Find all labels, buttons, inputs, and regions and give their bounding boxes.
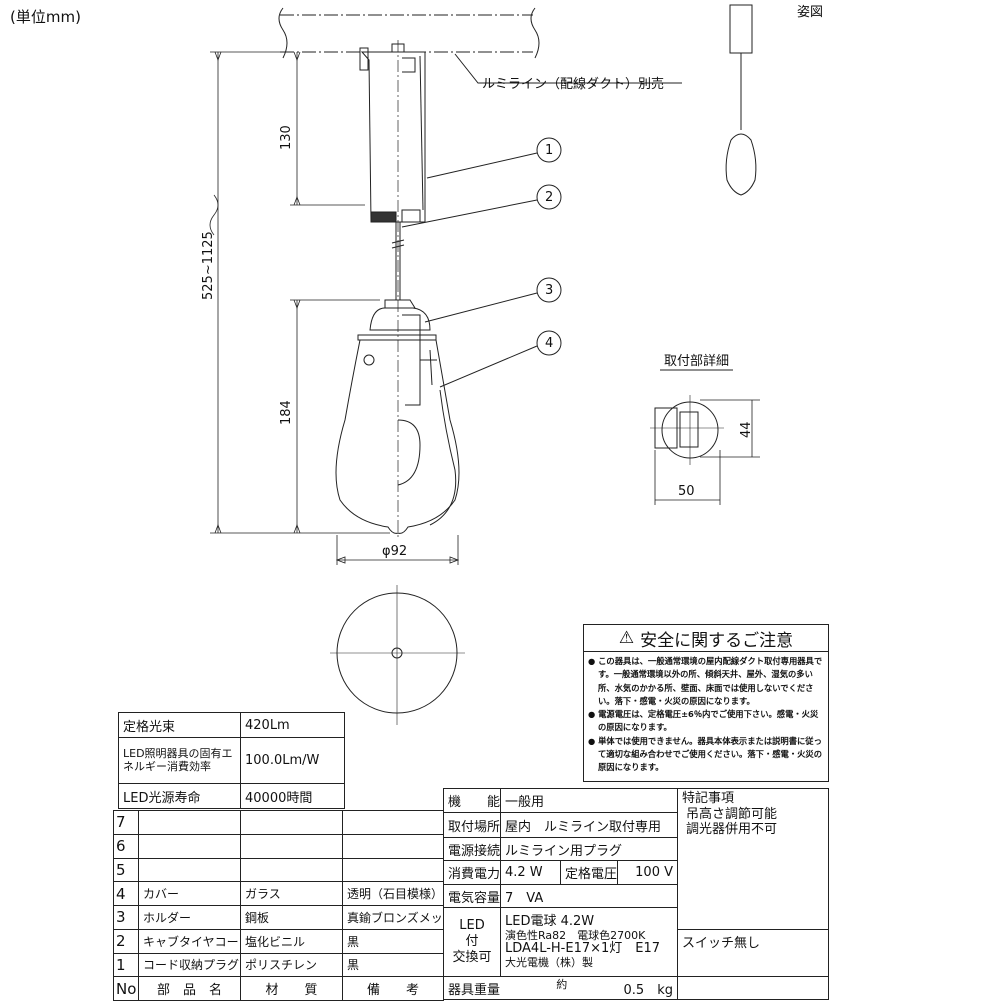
weight-prefix: 約: [556, 978, 568, 991]
notes-title: 特記事項: [682, 791, 735, 806]
led-line: 演色性Ra82 電球色2700K: [505, 928, 646, 942]
note-line: 調光器併用不可: [686, 822, 778, 838]
spec-label: 電源接続: [443, 837, 501, 861]
safety-item: ● 電源電圧は、定格電圧±6％内でご使用下さい。感電・火災の原因になります。: [588, 709, 819, 733]
spec-label: 電気容量: [443, 884, 501, 908]
perf-label: LED光源寿命: [118, 783, 241, 809]
parts-row-cell: [138, 857, 241, 883]
parts-header-cell: 材 質: [240, 976, 343, 1001]
parts-row-cell: 2: [113, 928, 139, 954]
parts-row-cell: 黒: [342, 952, 444, 978]
parts-row-cell: [240, 833, 343, 859]
parts-row-cell: 5: [113, 857, 139, 883]
detail-title: 取付部詳細: [664, 354, 730, 369]
parts-header-cell: 部 品 名: [138, 976, 241, 1001]
led-label-line: 付: [465, 933, 479, 949]
callout-1: 1: [545, 143, 554, 158]
parts-header-cell: 備 考: [342, 976, 444, 1001]
spec-value: 屋内 ルミライン取付専用: [500, 812, 678, 838]
spec-label: 消費電力: [443, 860, 501, 885]
safety-item: ● 単体では使用できません。器具本体表示または説明書に従って適切な組み合わせでご…: [588, 735, 823, 773]
overview-figure: [725, 4, 757, 196]
perf-value: 100.0Lm/W: [240, 737, 345, 784]
callout-3: 3: [545, 283, 554, 298]
perf-value: 40000時間: [240, 783, 345, 809]
spec-value: ルミライン用プラグ: [500, 837, 678, 861]
parts-row-cell: キャブタイヤコード: [138, 928, 241, 954]
parts-row-cell: 真鍮ブロンズメッキ: [342, 905, 444, 930]
weight-row: 器具重量 約 0.5 kg: [443, 976, 678, 1000]
parts-row-cell: [240, 857, 343, 883]
spec-value: 4.2 W: [500, 860, 561, 885]
parts-row-cell: 4: [113, 881, 139, 906]
safety-notice: ⚠安全に関するご注意 ● この器具は、一般通常環境の屋内配線ダクト取付専用器具で…: [583, 624, 829, 782]
parts-row-cell: カバー: [138, 881, 241, 906]
unit-label: (単位mm): [10, 8, 81, 26]
parts-row-cell: コード収納プラグ: [138, 952, 241, 978]
led-label-line: 交換可: [452, 950, 492, 966]
spec-value: 一般用: [500, 788, 678, 813]
parts-row-cell: ポリスチレン: [240, 952, 343, 978]
parts-row-cell: [342, 857, 444, 883]
parts-row-cell: 黒: [342, 928, 444, 954]
perf-label: 定格光束: [118, 712, 241, 738]
led-line: LED電球 4.2W: [505, 913, 595, 929]
plug-body: [359, 43, 426, 223]
callout-2: 2: [545, 190, 554, 205]
rail-note: ルミライン（配線ダクト）別売: [482, 77, 665, 92]
parts-row-cell: ホルダー: [138, 905, 241, 930]
led-info: LED電球 4.2W 演色性Ra82 電球色2700K LDA4L-H-E17×…: [500, 907, 678, 977]
led-label: LED 付 交換可: [443, 907, 501, 977]
perf-label: LED照明器具の固有エネルギー消費効率: [118, 737, 241, 784]
empty-cell: [677, 976, 829, 1000]
parts-row-cell: 7: [113, 810, 139, 835]
parts-row-cell: 透明（石目模様）: [342, 881, 444, 906]
weight-value: 0.5 kg: [623, 982, 673, 998]
perf-value: 420Lm: [240, 712, 345, 738]
switch-note: スイッチ無し: [677, 929, 829, 977]
spec-label: 取付場所: [443, 812, 501, 838]
spec-label: 定格電圧: [560, 860, 618, 885]
figure-label: 姿図: [797, 5, 824, 20]
spec-value: 100 V: [617, 860, 678, 885]
mounting-detail: [650, 369, 760, 505]
parts-row-cell: [240, 810, 343, 835]
dim-total: 525~1125: [201, 231, 216, 300]
note-line: 吊高さ調節可能: [686, 806, 778, 822]
glass-shade: [335, 339, 460, 534]
parts-row-cell: 1: [113, 952, 139, 978]
spec-label: 器具重量: [448, 982, 501, 998]
safety-title: 安全に関するご注意: [640, 630, 794, 651]
dimension-lines: [209, 51, 460, 565]
callout-leaders: [401, 137, 562, 388]
parts-row-cell: [138, 810, 241, 835]
parts-row-cell: 鋼板: [240, 905, 343, 930]
detail-dim-width: 50: [678, 484, 695, 499]
warning-triangle-icon: ⚠: [618, 628, 635, 648]
safety-item: ● この器具は、一般通常環境の屋内配線ダクト取付専用器具です。一般通常環境以外の…: [588, 656, 823, 706]
parts-row-cell: 塩化ビニル: [240, 928, 343, 954]
dim-shade: 184: [279, 400, 294, 425]
bottom-view: [330, 585, 465, 725]
dim-plug: 130: [279, 125, 294, 150]
parts-row-cell: [138, 833, 241, 859]
parts-row-cell: [342, 833, 444, 859]
parts-row-cell: ガラス: [240, 881, 343, 906]
holder: [357, 299, 437, 406]
parts-row-cell: 3: [113, 905, 139, 930]
notes: 特記事項 吊高さ調節可能 調光器併用不可: [677, 788, 829, 930]
callout-4: 4: [545, 336, 554, 351]
rail-duct: [278, 7, 682, 84]
led-line: 大光電機（株）製: [505, 955, 593, 969]
led-label-line: LED: [459, 917, 485, 933]
dim-diameter: φ92: [382, 544, 408, 559]
spec-value: 7 VA: [500, 884, 678, 908]
parts-header-cell: No: [113, 976, 139, 1001]
led-line: LDA4L-H-E17×1灯 E17: [505, 941, 661, 956]
spec-label: 機 能: [443, 788, 501, 813]
parts-row-cell: [342, 810, 444, 835]
detail-dim-height: 44: [739, 421, 754, 438]
parts-row-cell: 6: [113, 833, 139, 859]
